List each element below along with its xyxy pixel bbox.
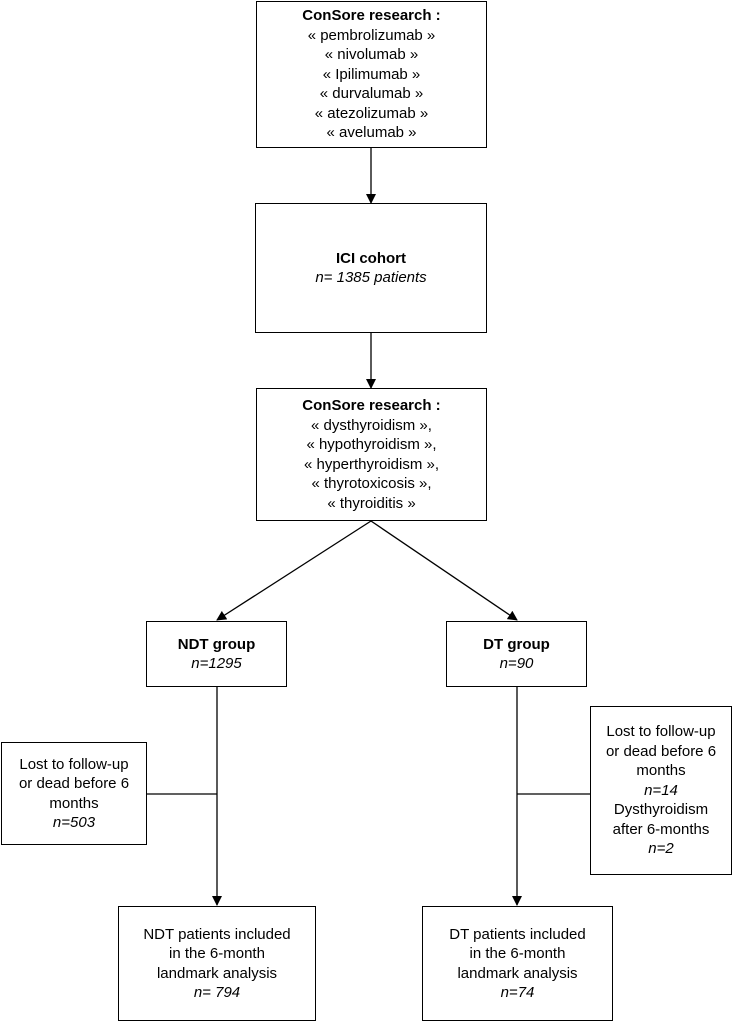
ndt-excluded-count: n=503	[52, 814, 96, 831]
search2-title: ConSore research :	[302, 397, 441, 414]
dt-included-box: DT patients included in the 6-month land…	[422, 906, 613, 1021]
ndt-excluded-box: Lost to follow-up or dead before 6 month…	[1, 742, 147, 845]
search2-term: « thyroiditis »	[327, 494, 416, 512]
dt-group-title: DT group	[483, 635, 550, 653]
search1-term: « atezolizumab »	[314, 104, 429, 122]
dt-included-count: n=74	[500, 984, 535, 1001]
dt-group-count: n=90	[499, 655, 534, 672]
search2-term: « thyrotoxicosis »,	[311, 475, 432, 492]
cohort-title: ICI cohort	[336, 249, 406, 267]
dt-excluded-count-lost: n=14	[644, 781, 678, 799]
search1-term: « Ipilimumab »	[322, 65, 421, 83]
dt-included-line: in the 6-month	[469, 945, 566, 962]
ici-cohort-box: ICI cohort n= 1385 patients	[255, 203, 487, 333]
ndt-group-title: NDT group	[177, 635, 256, 653]
dt-excluded-count-late: n=2	[648, 840, 674, 858]
search1-term: « durvalumab »	[319, 85, 424, 103]
ndt-excluded-line: Lost to follow-up	[19, 755, 129, 773]
ndt-excluded-line: or dead before 6	[18, 775, 130, 792]
ndt-group-count: n=1295	[191, 655, 242, 672]
ndt-included-box: NDT patients included in the 6-month lan…	[118, 906, 316, 1021]
dt-excluded-line: Lost to follow-up	[606, 723, 716, 741]
dt-excluded-line: after 6-months	[612, 820, 710, 838]
ndt-included-line: in the 6-month	[169, 945, 265, 962]
search1-title: ConSore research :	[302, 7, 441, 25]
search1-term: « pembrolizumab »	[307, 26, 436, 44]
arrow-search2-to-dt	[370, 520, 518, 621]
dt-excluded-line: months	[636, 762, 686, 780]
dt-included-line: DT patients included	[449, 925, 586, 943]
dt-group-box: DT group n=90	[446, 621, 587, 687]
search2-term: « hyperthyroidism »,	[303, 455, 440, 473]
ndt-included-line: NDT patients included	[143, 925, 291, 943]
search2-term: « hypothyroidism »,	[306, 436, 437, 453]
search2-term: « dysthyroidism »,	[311, 416, 432, 434]
dt-excluded-box: Lost to follow-up or dead before 6 month…	[590, 706, 732, 875]
cohort-count: n= 1385 patients	[315, 269, 427, 286]
dt-excluded-line: or dead before 6	[605, 742, 717, 760]
dt-excluded-line: Dysthyroidism	[613, 801, 709, 819]
search1-term: « nivolumab »	[324, 46, 419, 64]
ndt-group-box: NDT group n=1295	[146, 621, 287, 687]
dt-included-line: landmark analysis	[457, 964, 578, 982]
ndt-included-count: n= 794	[193, 984, 241, 1001]
search-box-ici-drugs: ConSore research : « pembrolizumab » « n…	[256, 1, 487, 148]
ndt-included-line: landmark analysis	[156, 964, 278, 982]
search1-term: « avelumab »	[326, 124, 417, 142]
ndt-excluded-line: months	[49, 794, 99, 812]
search-box-thyroid-terms: ConSore research : « dysthyroidism », « …	[256, 388, 487, 521]
arrow-search2-to-ndt	[216, 520, 372, 621]
